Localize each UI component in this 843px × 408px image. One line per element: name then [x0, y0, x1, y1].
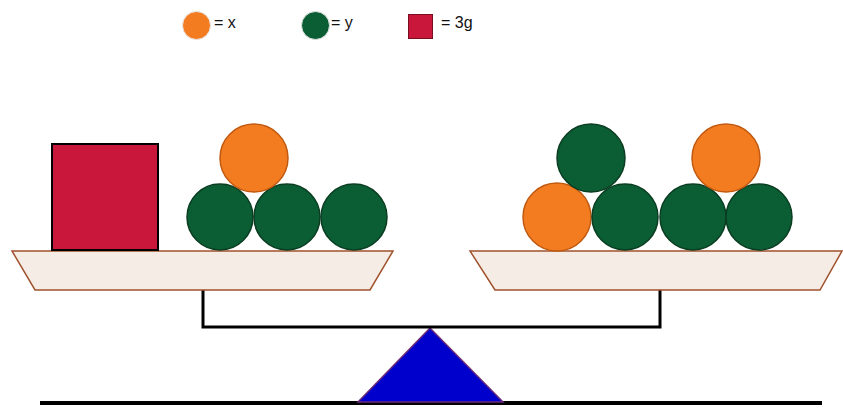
legend: = x = y = 3g — [0, 0, 843, 60]
right-pan — [470, 251, 842, 290]
legend-swatch — [408, 14, 433, 39]
legend-label: = 3g — [441, 13, 473, 33]
legend-label: = y — [331, 13, 353, 33]
fulcrum-triangle — [358, 328, 503, 402]
legend-label: = x — [214, 13, 236, 33]
y-ball — [592, 184, 658, 250]
y-ball — [321, 184, 387, 250]
y-ball — [254, 184, 320, 250]
y-ball — [726, 184, 792, 250]
y-ball — [660, 184, 726, 250]
x-ball — [692, 124, 760, 192]
scale-beam — [203, 290, 660, 327]
x-ball — [220, 124, 288, 192]
y-ball — [557, 124, 625, 192]
weight-block — [52, 144, 158, 250]
x-ball — [523, 183, 591, 251]
legend-swatch — [301, 11, 330, 40]
legend-swatch — [182, 11, 211, 40]
left-pan — [12, 251, 393, 290]
y-ball — [187, 184, 253, 250]
